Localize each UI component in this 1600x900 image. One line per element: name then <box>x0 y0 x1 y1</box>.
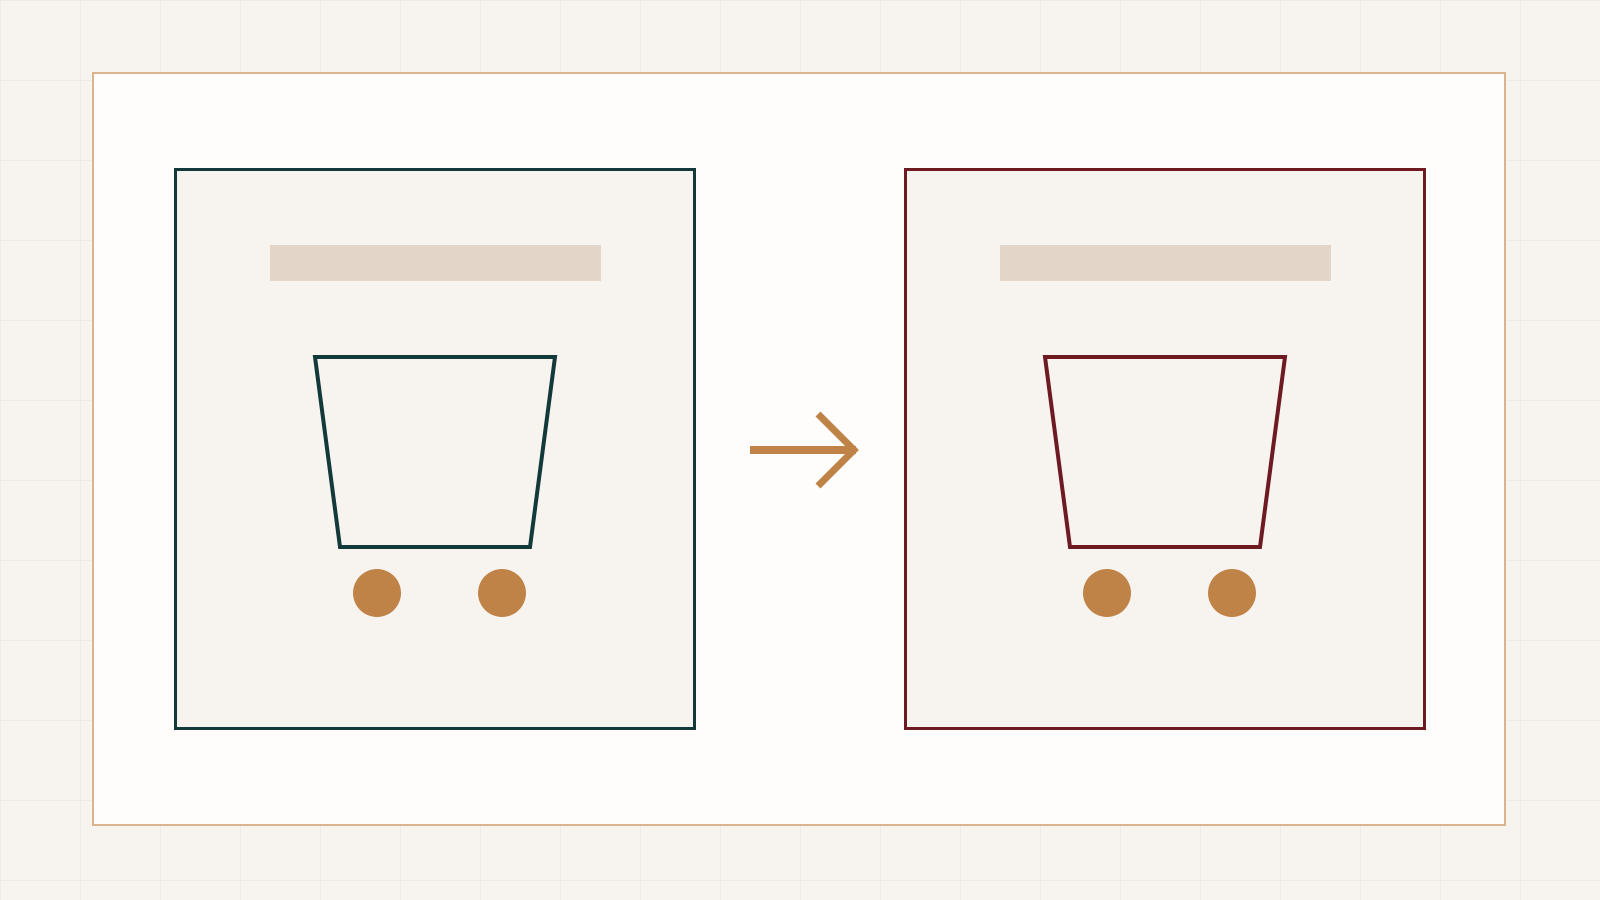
panel-before <box>174 168 696 730</box>
shopping-cart-icon <box>312 355 558 617</box>
panel-title-placeholder <box>1000 245 1331 281</box>
cart-wheel-left <box>1083 569 1131 617</box>
cart-wheel-right <box>478 569 526 617</box>
arrow-right-icon <box>750 411 859 489</box>
cart-wheel-left <box>353 569 401 617</box>
shopping-cart-icon <box>1042 355 1288 617</box>
panel-title-placeholder <box>270 245 601 281</box>
cart-wheel-right <box>1208 569 1256 617</box>
panel-after <box>904 168 1426 730</box>
arrow-head <box>815 411 859 489</box>
cart-basket <box>1042 355 1288 549</box>
cart-basket <box>312 355 558 549</box>
